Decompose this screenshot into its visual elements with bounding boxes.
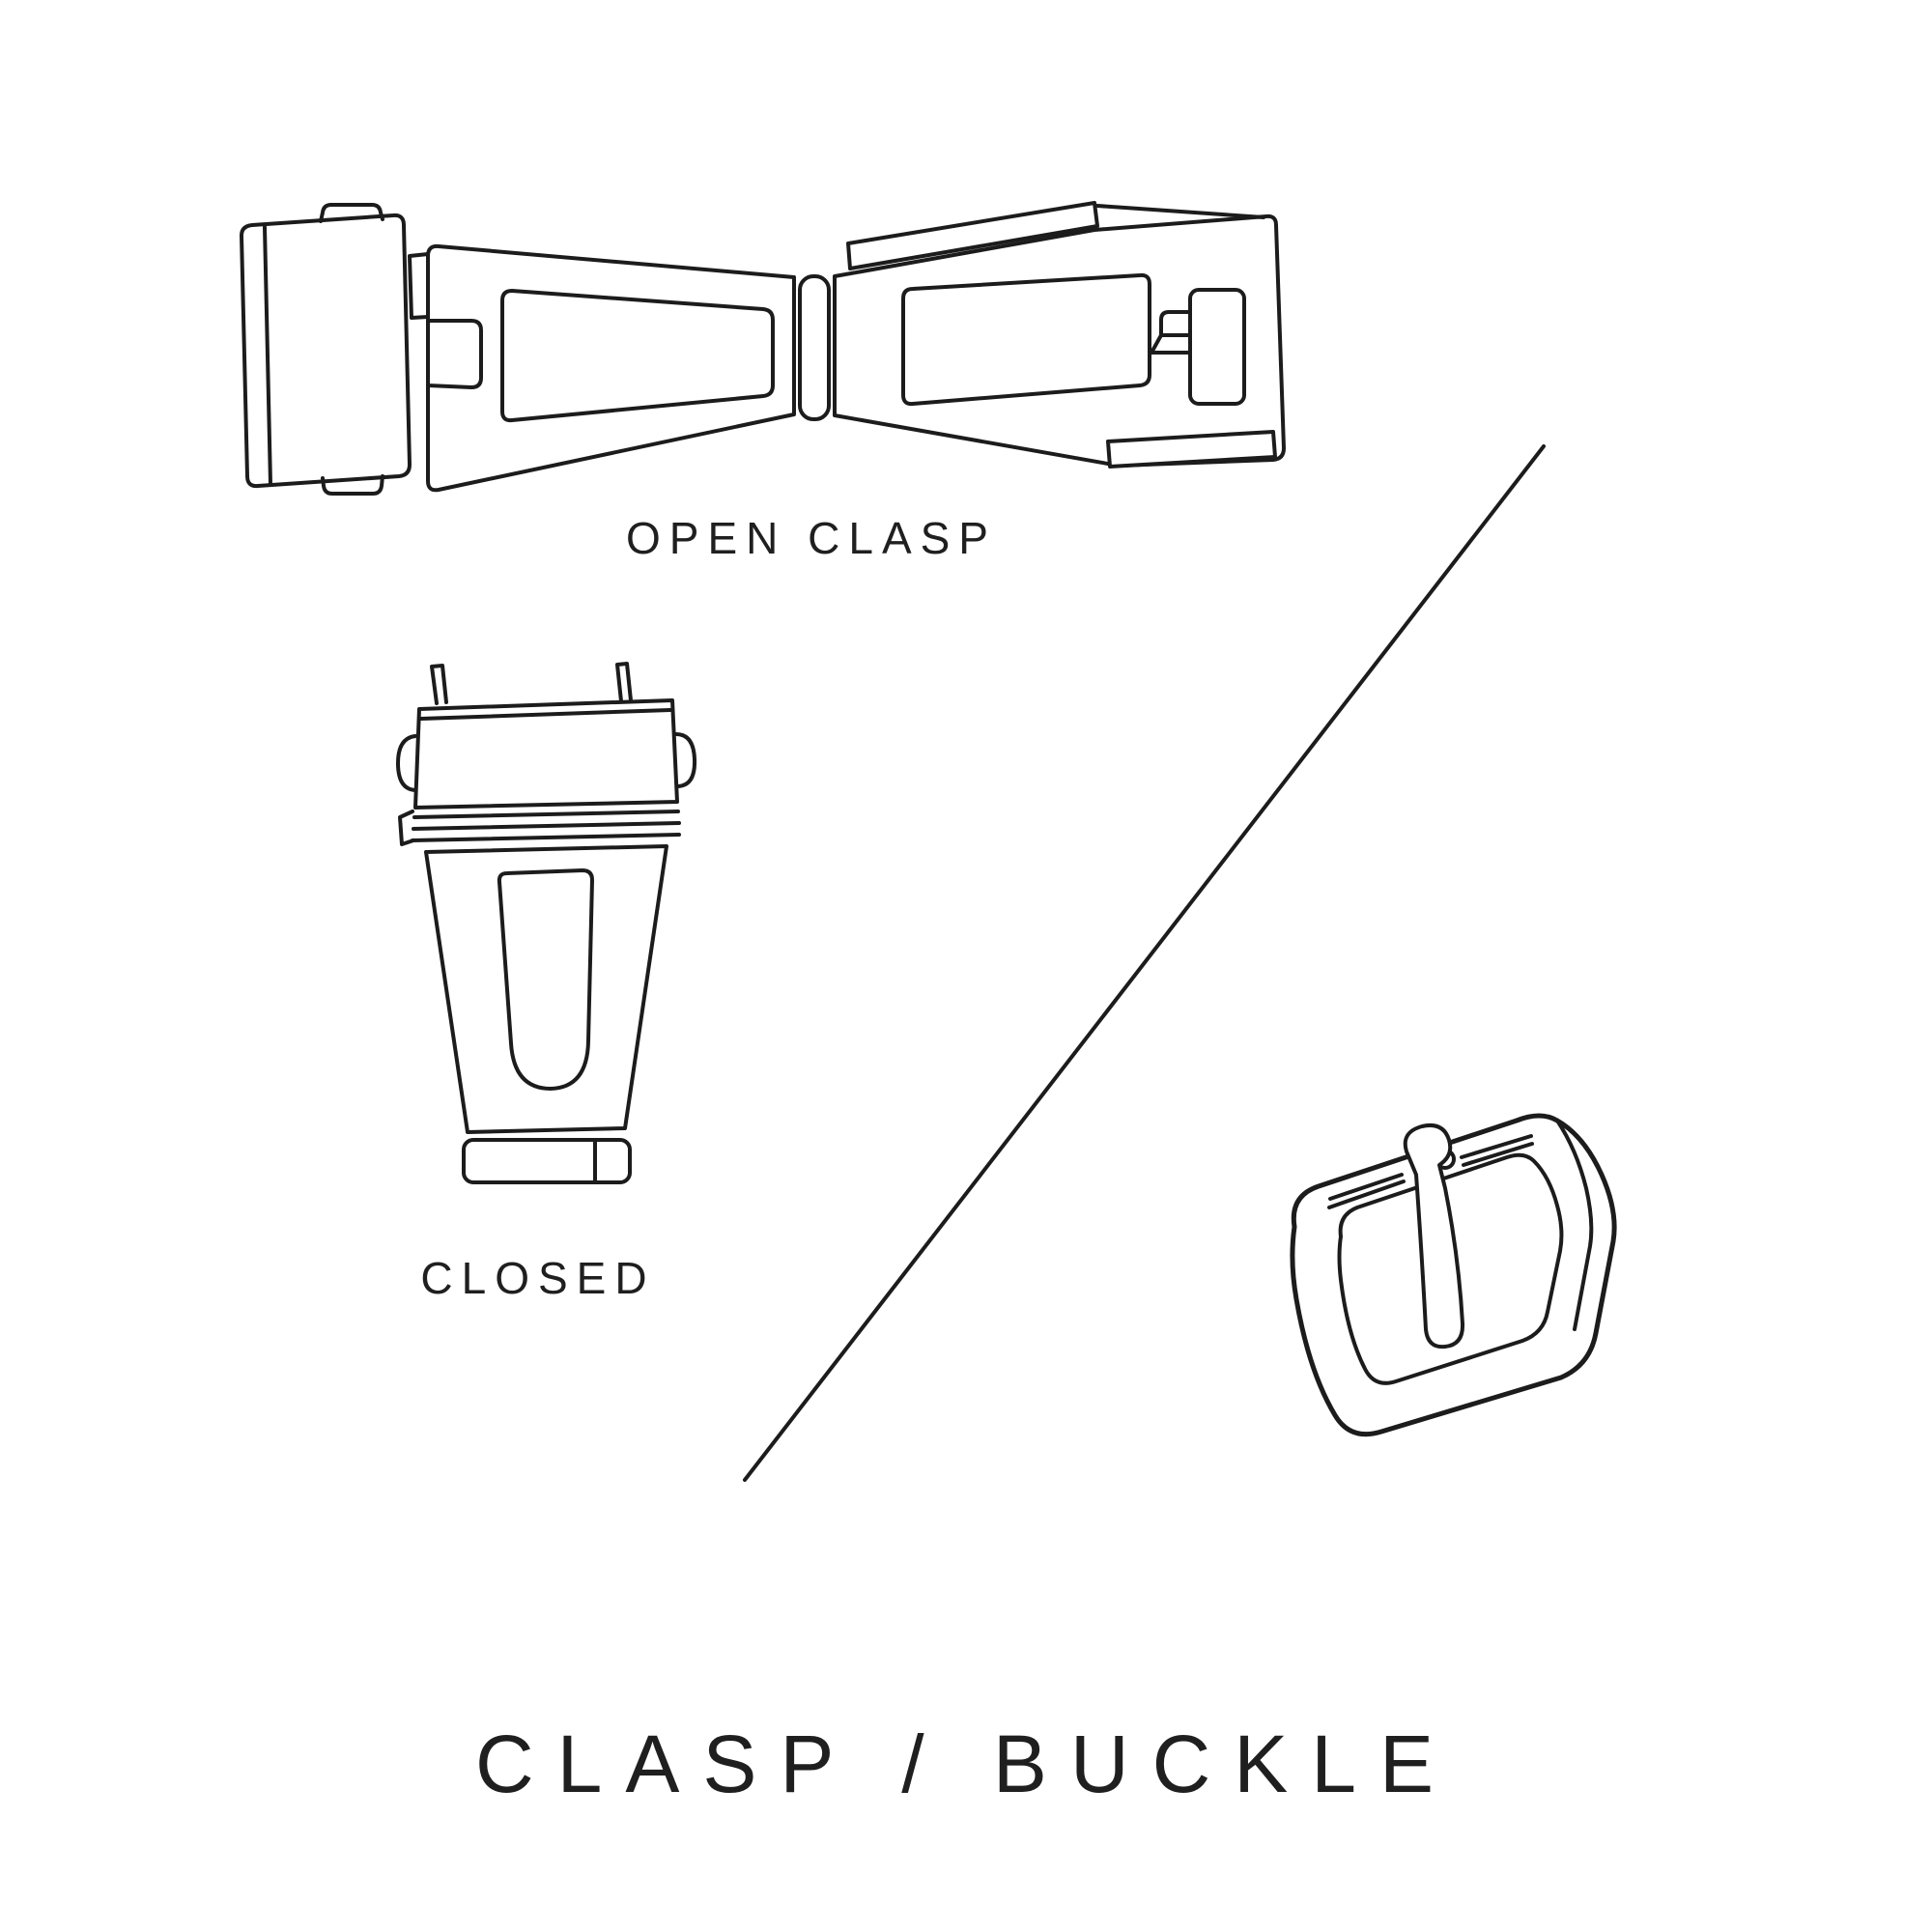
open-clasp-illustration: [240, 201, 1286, 496]
closed-clasp-hinge-band: [398, 810, 681, 846]
buckle-tongue: [1403, 1123, 1465, 1350]
closed-clasp-top-block: [396, 698, 697, 810]
open-clasp-label: OPEN CLASP: [626, 513, 997, 563]
closed-clasp-foot: [462, 1138, 632, 1184]
closed-clasp-prongs: [430, 662, 633, 705]
open-clasp-hinge: [798, 274, 831, 421]
closed-clasp-label: CLOSED: [420, 1253, 656, 1303]
open-clasp-left-end-link: [240, 203, 412, 496]
closed-clasp-illustration: [396, 662, 697, 1184]
tang-buckle-illustration: [1290, 1113, 1617, 1437]
open-clasp-right-arm: [833, 201, 1286, 469]
page-title: CLASP / BUCKLE: [474, 1719, 1458, 1809]
closed-clasp-body: [424, 844, 668, 1134]
open-clasp-left-arm: [408, 243, 796, 493]
